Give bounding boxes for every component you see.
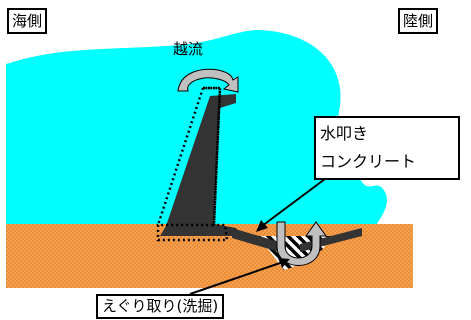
water-body bbox=[6, 30, 387, 236]
original-levee-outline bbox=[156, 86, 229, 242]
sea-side-label: 海側 bbox=[7, 8, 48, 34]
apron-slab bbox=[232, 228, 286, 254]
levee-wall bbox=[160, 94, 240, 236]
original-levee-slope-outline bbox=[156, 87, 205, 226]
apron-label-line1: 水叩き bbox=[320, 124, 369, 143]
land-side-label: 陸側 bbox=[398, 8, 439, 34]
overtopping-arrow bbox=[177, 68, 239, 93]
apron-label-line2: コンクリート bbox=[320, 152, 417, 171]
apron-concrete-label: 水叩き コンクリート bbox=[314, 116, 460, 180]
erosion-leader-arrowhead bbox=[278, 258, 290, 268]
apron-leader-arrowhead bbox=[256, 220, 268, 232]
overtopping-label: 越流 bbox=[173, 40, 204, 58]
apron-leader-line bbox=[261, 175, 330, 227]
scour-erosion-label: えぐり取り(洗掘) bbox=[96, 294, 225, 319]
erosion-leader-line bbox=[189, 261, 284, 295]
